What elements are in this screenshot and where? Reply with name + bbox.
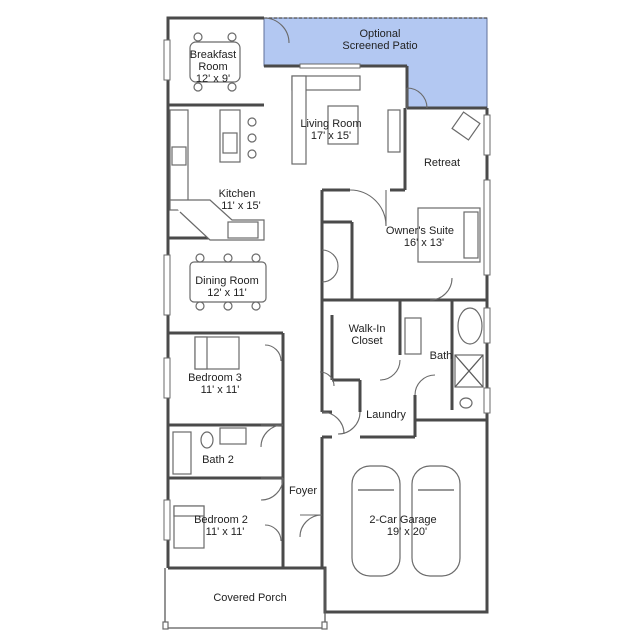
bedroom3-label: Bedroom 3 <box>188 372 242 384</box>
owners-bed <box>417 207 481 263</box>
owners-bath-fixtures <box>454 307 484 409</box>
bath2-fixtures <box>172 427 247 475</box>
living-room-dims: 17' x 15' <box>311 130 351 142</box>
covered-porch <box>162 568 328 630</box>
patio-label-line2: Screened Patio <box>342 40 417 52</box>
retreat-label: Retreat <box>424 157 460 169</box>
garage-dims: 19' x 20' <box>387 526 427 538</box>
kitchen-label: Kitchen <box>219 188 256 200</box>
owners-suite-dims: 16' x 13' <box>404 237 444 249</box>
breakfast-table <box>189 32 241 92</box>
garage-label: 2-Car Garage <box>369 514 436 526</box>
foyer-label: Foyer <box>289 485 317 497</box>
retreat-chair <box>451 111 481 141</box>
bath2-label: Bath 2 <box>202 454 234 466</box>
walkin-closet-label-line2: Closet <box>351 335 382 347</box>
dining-table <box>189 253 267 311</box>
bedroom3-dims: 11' x 11' <box>201 384 240 396</box>
breakfast-label-line2: Room <box>198 61 227 73</box>
windows <box>163 39 491 541</box>
bedroom2-dims: 11' x 11' <box>206 526 245 538</box>
breakfast-label-line1: Breakfast <box>190 49 236 61</box>
living-room-furniture <box>291 75 401 165</box>
walkin-closet-label-line1: Walk-In <box>349 323 386 335</box>
garage-cars <box>351 465 461 577</box>
owners-suite-label: Owner's Suite <box>386 225 454 237</box>
dining-room-label: Dining Room <box>195 275 259 287</box>
bedroom2-bed <box>173 505 205 549</box>
room-labels: Optional Screened Patio Breakfast Room 1… <box>188 28 460 604</box>
breakfast-dims: 12' x 9' <box>196 73 230 85</box>
patio-label-line1: Optional <box>360 28 401 40</box>
laundry-label: Laundry <box>366 409 406 421</box>
bedroom3-bed <box>194 336 240 370</box>
dining-room-dims: 12' x 11' <box>207 287 246 299</box>
closet-shelving <box>404 317 422 355</box>
kitchen-dims: 11' x 15' <box>221 200 260 212</box>
kitchen-fixtures <box>169 109 265 241</box>
bedroom2-label: Bedroom 2 <box>194 514 248 526</box>
owners-bath-label: Bath <box>430 350 453 362</box>
living-room-label: Living Room <box>300 118 361 130</box>
doors <box>260 17 453 542</box>
covered-porch-label: Covered Porch <box>213 592 286 604</box>
